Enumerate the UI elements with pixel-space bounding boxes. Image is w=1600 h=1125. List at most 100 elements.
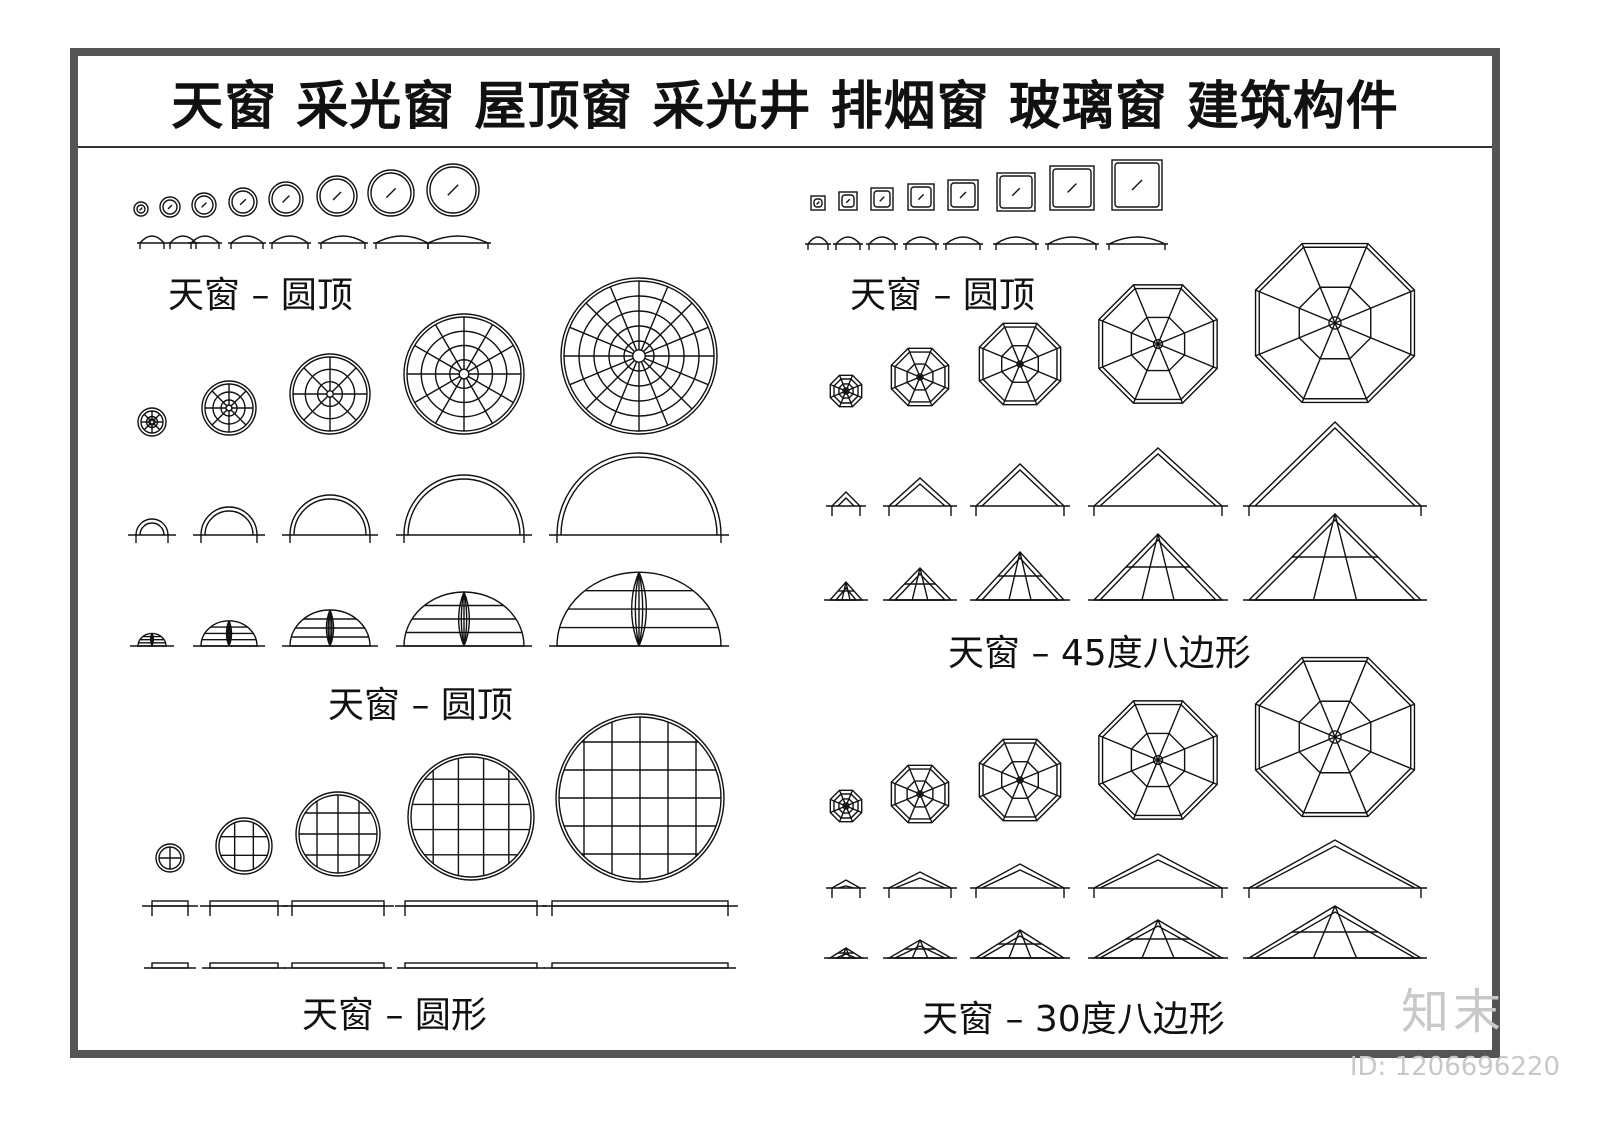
square-skylight-plan: [838, 191, 858, 211]
octagon-skylight-plan: [1254, 242, 1416, 404]
dome-elevation-mark: [866, 236, 898, 250]
dome-arc-section: [396, 474, 532, 543]
sloped-skylight-section: [970, 863, 1070, 898]
label-octagon-45: 天窗 – 45度八边形: [948, 633, 1251, 674]
sloped-skylight-section: [826, 879, 866, 898]
octagon-skylight-plan: [1254, 656, 1416, 818]
flat-skylight-section: [142, 900, 198, 969]
circle-skylight-plan: [228, 187, 258, 217]
watermark-brand: 知末: [1400, 984, 1505, 1040]
octagon-skylight-plan: [890, 764, 950, 824]
pyramid-skylight-elevation: [824, 947, 868, 959]
grid-circle-plan: [215, 817, 273, 875]
octagon-30-plans: [829, 656, 1416, 824]
circle-skylight-plan: [367, 169, 415, 217]
octagon-45-plans: [829, 242, 1416, 408]
dome-mesh-elevation: [396, 591, 532, 647]
dome-arc-sections: [128, 452, 729, 543]
dome-elevation-mark: [1106, 236, 1168, 250]
sloped-skylight-section: [1243, 421, 1427, 516]
sloped-skylight-section: [883, 871, 957, 898]
radial-dome-plans: [137, 277, 718, 437]
sloped-skylight-section: [1088, 447, 1228, 516]
circle-skylight-plan: [159, 196, 181, 218]
radial-dome-plan: [137, 407, 167, 437]
square-skylight-plan: [1049, 165, 1095, 211]
dome-elevation-mark: [993, 236, 1039, 250]
octagon-skylight-plan: [978, 322, 1062, 406]
circle-skylight-plan: [316, 175, 358, 217]
square-skylight-plan: [996, 172, 1036, 212]
pyramid-skylight-elevation: [883, 566, 957, 601]
circle-skylight-plan: [133, 201, 149, 217]
circle-skylight-plan: [426, 163, 480, 217]
sloped-skylight-section: [1088, 853, 1228, 898]
dome-arc-section: [193, 506, 265, 543]
pyramid-skylight-elevation: [1243, 513, 1427, 601]
pyramid-skylight-elevation: [970, 550, 1070, 601]
pyramid-skylight-elevation: [1088, 919, 1228, 959]
circle-skylight-plan: [191, 192, 217, 218]
square-skylight-plan: [870, 187, 894, 211]
dome-mesh-elevation: [549, 571, 729, 647]
pyramid-skylight-elevation: [1243, 905, 1427, 959]
octagon-skylight-plan: [829, 789, 863, 823]
dome-arc-section: [282, 494, 378, 543]
dome-elevation-mark: [833, 236, 863, 250]
label-octagon-30: 天窗 – 30度八边形: [922, 999, 1225, 1040]
octagon-skylight-plan: [890, 347, 950, 407]
sloped-skylight-section: [826, 491, 866, 516]
octagon-30-pyramids: [824, 905, 1427, 959]
dome-arc-section: [549, 452, 729, 543]
radial-dome-plan: [560, 277, 718, 435]
pyramid-skylight-elevation: [1088, 532, 1228, 601]
square-skylight-plan: [907, 183, 935, 211]
title-bar: 天窗 采光窗 屋顶窗 采光井 排烟窗 玻璃窗 建筑构件: [78, 56, 1492, 148]
dome-elevation-mark: [318, 235, 368, 249]
label-circle-flat: 天窗 – 圆形: [302, 995, 487, 1036]
small-dome-plans: [133, 163, 480, 218]
radial-dome-plan: [403, 313, 525, 435]
dome-elevation-mark: [269, 235, 311, 249]
square-dome-elevations: [805, 236, 1168, 250]
grid-circle-plans: [155, 713, 725, 883]
sloped-skylight-section: [883, 477, 957, 516]
dome-elevation-mark: [137, 235, 167, 249]
pyramid-skylight-elevation: [824, 580, 868, 601]
octagon-45-sections: [826, 421, 1427, 516]
flat-skylight-section: [542, 900, 738, 969]
label-dome-square: 天窗 – 圆顶: [850, 275, 1035, 316]
grid-circle-plan: [407, 753, 535, 881]
octagon-skylight-plan: [978, 738, 1062, 822]
octagon-45-pyramids: [824, 513, 1427, 601]
dome-elevation-mark: [1045, 236, 1099, 250]
dome-mesh-elevation: [193, 620, 265, 647]
label-dome-small: 天窗 – 圆顶: [168, 275, 353, 316]
radial-dome-plan: [201, 380, 257, 436]
octagon-skylight-plan: [1098, 700, 1218, 820]
flat-skylight-sections: [142, 900, 738, 969]
dome-mesh-elevations: [130, 571, 729, 647]
grid-circle-plan: [155, 843, 185, 873]
watermark-id: ID: 1206696220: [1349, 1052, 1560, 1082]
dome-elevation-mark: [903, 236, 939, 250]
drawing-frame: 天窗 采光窗 屋顶窗 采光井 排烟窗 玻璃窗 建筑构件: [70, 48, 1500, 1058]
square-skylight-plan: [947, 179, 979, 211]
flat-skylight-section: [282, 900, 394, 969]
dome-elevation-mark: [373, 235, 431, 249]
circle-skylight-plan: [268, 181, 304, 217]
square-skylight-plan: [810, 195, 826, 211]
dome-elevation-mark: [425, 235, 491, 249]
page-title: 天窗 采光窗 屋顶窗 采光井 排烟窗 玻璃窗 建筑构件: [171, 76, 1399, 137]
octagon-30-sections: [826, 839, 1427, 898]
dome-elevation-mark: [943, 236, 983, 250]
dome-mesh-elevation: [130, 632, 174, 647]
dome-elevation-mark: [188, 235, 222, 249]
octagon-skylight-plan: [829, 374, 863, 408]
square-skylight-plan: [1111, 159, 1163, 211]
radial-dome-plan: [289, 353, 371, 435]
dome-mesh-elevation: [282, 609, 378, 647]
flat-skylight-section: [395, 900, 547, 969]
grid-circle-plan: [555, 713, 725, 883]
